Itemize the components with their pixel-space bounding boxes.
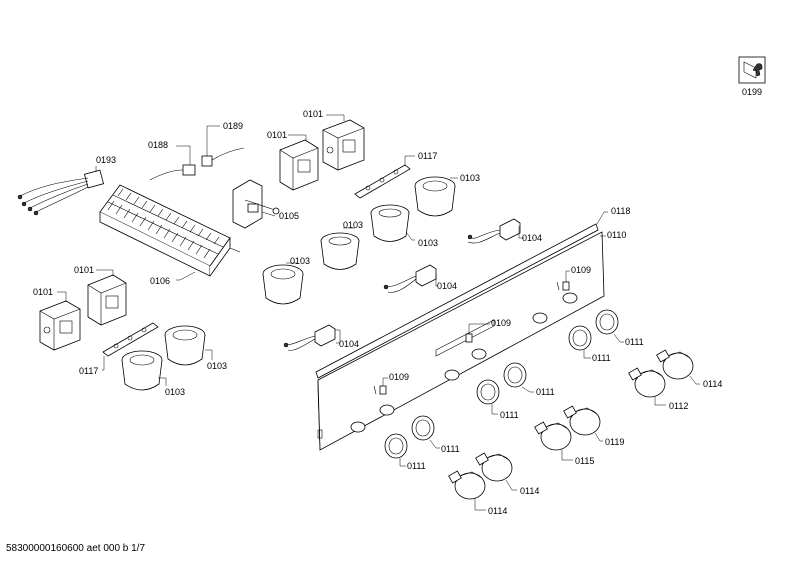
terminal-block-rail — [99, 184, 241, 277]
knob-ring-d — [476, 379, 500, 405]
label-0105: 0105 — [279, 211, 299, 221]
label-0103-c: 0103 — [343, 220, 363, 230]
label-0109-b: 0109 — [491, 318, 511, 328]
label-0103-e: 0103 — [207, 361, 227, 371]
knob-ring-a — [595, 309, 619, 335]
knob-ring-c — [503, 362, 527, 388]
knob-sleeve-b — [370, 204, 410, 242]
knob-ring-f — [384, 433, 408, 459]
label-0199: 0199 — [742, 87, 762, 97]
label-0103-a: 0103 — [460, 173, 480, 183]
switch-bracket — [232, 179, 280, 229]
connector-0189 — [201, 147, 245, 167]
label-0103-d: 0103 — [290, 256, 310, 266]
control-knob-0115 — [534, 421, 572, 451]
switch-module-upper-right — [322, 119, 365, 171]
knob-sleeve-c — [320, 232, 360, 270]
document-id: 58300000160600 aet 000 b 1/7 — [6, 543, 146, 554]
label-0101-upper-left: 0101 — [267, 130, 287, 140]
label-0114-right: 0114 — [703, 379, 722, 389]
switch-module-upper-left — [279, 139, 319, 191]
label-0117-lower: 0117 — [79, 366, 98, 376]
control-knob-0114-left — [448, 470, 486, 500]
switch-module-left-lower — [39, 300, 81, 351]
label-0110: 0110 — [607, 230, 626, 240]
label-0109-a: 0109 — [571, 265, 591, 275]
knob-sleeve-f — [121, 350, 163, 391]
knob-sleeve-d — [262, 264, 304, 305]
label-0193: 0193 — [96, 155, 116, 165]
control-knob-0112 — [628, 367, 666, 398]
label-0103-f: 0103 — [165, 387, 185, 397]
label-0103-b: 0103 — [418, 238, 438, 248]
wiring-harness — [17, 169, 105, 216]
knob-sleeve-a — [414, 176, 456, 217]
label-0115: 0115 — [575, 456, 594, 466]
mounting-strip-lower — [102, 322, 159, 357]
control-knob-0119 — [563, 405, 601, 436]
control-knob-0114-right — [656, 349, 694, 380]
label-0111-a: 0111 — [625, 337, 644, 347]
switch-module-left-upper — [87, 274, 127, 326]
label-0101-upper-right: 0101 — [303, 109, 323, 119]
service-wrench-icon — [738, 56, 766, 84]
label-0189: 0189 — [223, 121, 243, 131]
microswitch-c — [283, 324, 336, 351]
control-knob-0114-middle — [475, 452, 513, 482]
mounting-strip-upper — [354, 164, 411, 199]
label-0188: 0188 — [148, 140, 168, 150]
label-0104-a: 0104 — [522, 233, 542, 243]
knob-sleeve-e — [164, 325, 206, 366]
indicator-lens-b — [465, 333, 473, 343]
label-0111-d: 0111 — [500, 410, 519, 420]
label-0111-e: 0111 — [441, 444, 460, 454]
label-0117-upper: 0117 — [418, 151, 437, 161]
microswitch-a — [467, 218, 521, 244]
label-0119: 0119 — [605, 437, 624, 447]
label-0114-middle: 0114 — [520, 486, 539, 496]
label-0106: 0106 — [150, 276, 170, 286]
label-0101-left-upper: 0101 — [74, 265, 94, 275]
label-0104-b: 0104 — [437, 281, 457, 291]
label-0118: 0118 — [611, 206, 630, 216]
label-0109-c: 0109 — [389, 372, 409, 382]
label-0104-c: 0104 — [339, 339, 359, 349]
knob-ring-e — [411, 415, 435, 441]
label-0114-left: 0114 — [488, 506, 507, 516]
control-panel — [315, 223, 605, 451]
label-0101-left-lower: 0101 — [33, 287, 53, 297]
knob-ring-b — [568, 325, 592, 351]
label-0111-f: 0111 — [407, 461, 426, 471]
microswitch-b — [383, 264, 437, 293]
label-0112: 0112 — [669, 401, 688, 411]
connector-0188 — [149, 164, 196, 181]
label-0111-b: 0111 — [592, 353, 611, 363]
label-0111-c: 0111 — [536, 387, 555, 397]
